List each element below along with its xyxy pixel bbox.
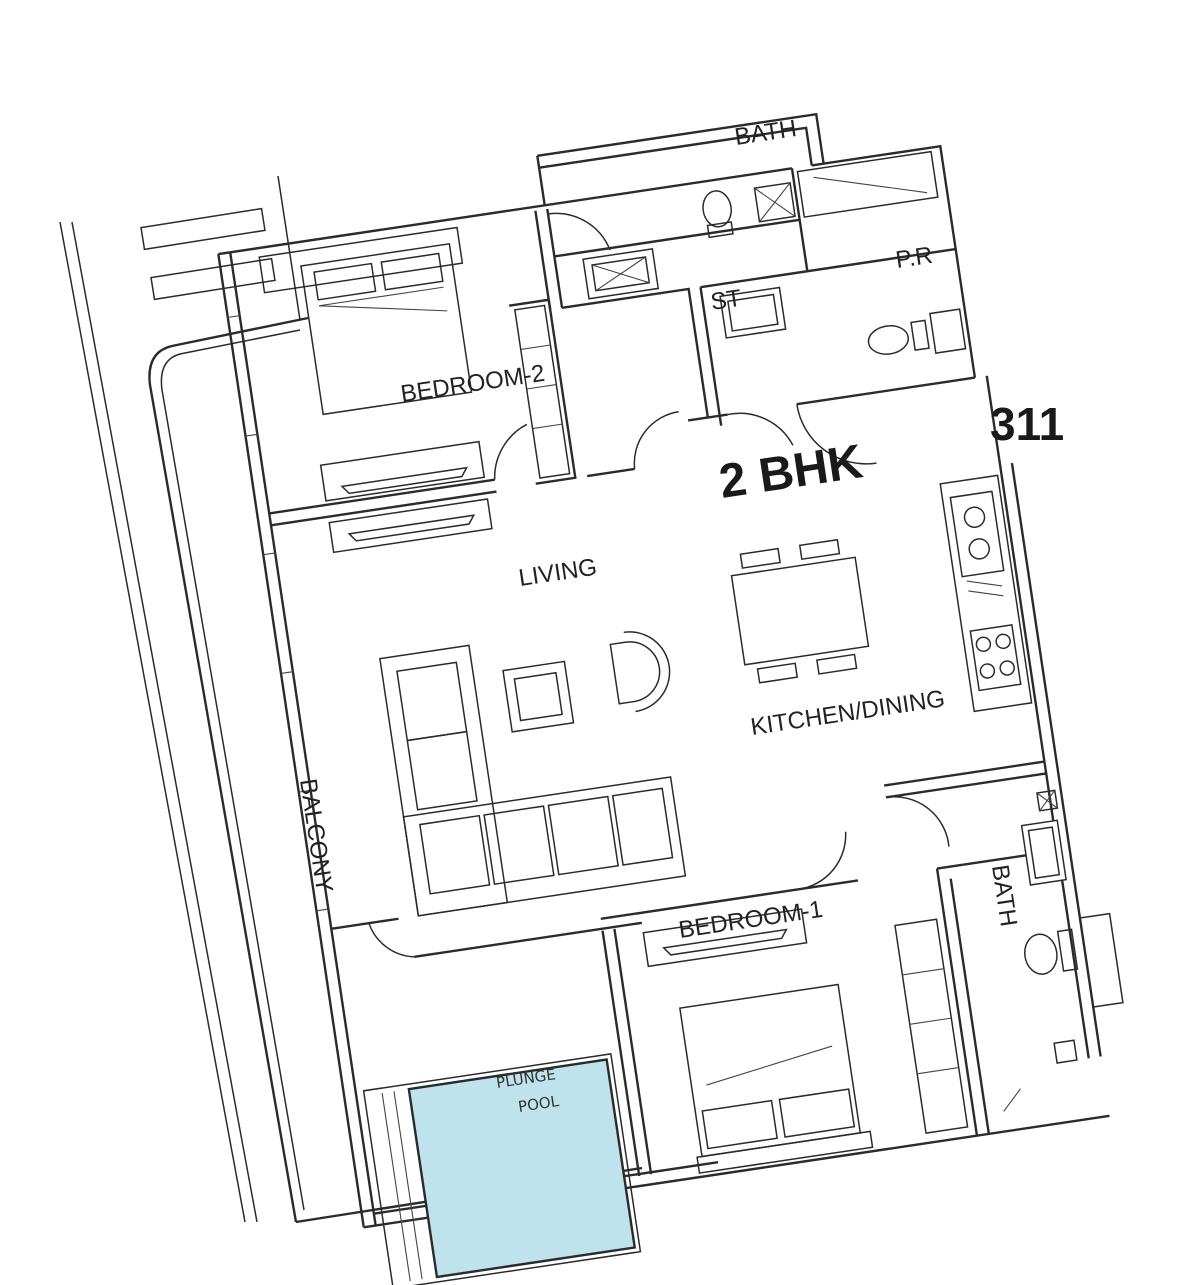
armchair	[609, 631, 671, 713]
apartment-plan	[217, 112, 1124, 1285]
left-windows	[227, 315, 329, 912]
kitchen-dining-label: KITCHEN/DINING	[749, 685, 947, 741]
pr-fixtures	[719, 286, 967, 355]
tv-unit-bedroom-2	[319, 440, 493, 554]
bottom-bath-fixtures	[1003, 789, 1124, 1112]
st-label: ST	[709, 285, 744, 316]
bath-top-label: BATH	[733, 115, 799, 151]
wardrobe-bedroom-1	[894, 918, 969, 1134]
plunge-pool	[362, 1053, 642, 1285]
balcony-label: BALCONY	[294, 777, 338, 894]
interior-walls	[269, 168, 1058, 1177]
wardrobe-st	[513, 304, 571, 479]
dining-set	[730, 538, 870, 684]
kitchen-counter	[939, 474, 1033, 713]
sofa	[379, 644, 687, 917]
door-swings	[368, 212, 950, 958]
bedroom-2-label: BEDROOM-2	[399, 360, 547, 408]
coffee-table	[502, 660, 575, 733]
pr-label: P.R	[894, 242, 935, 274]
unit-number-label: 311	[990, 398, 1064, 450]
bed-bedroom-1	[679, 983, 874, 1174]
bath-bottom-label: BATH	[986, 863, 1022, 929]
living-label: LIVING	[517, 554, 599, 592]
top-bath-fixtures	[582, 150, 939, 300]
unit-type-label: 2 BHK	[716, 435, 867, 509]
pool-label-line2: POOL	[517, 1092, 561, 1116]
tv-unit-bedroom-1	[642, 908, 808, 968]
bed-bedroom-2	[258, 226, 473, 416]
